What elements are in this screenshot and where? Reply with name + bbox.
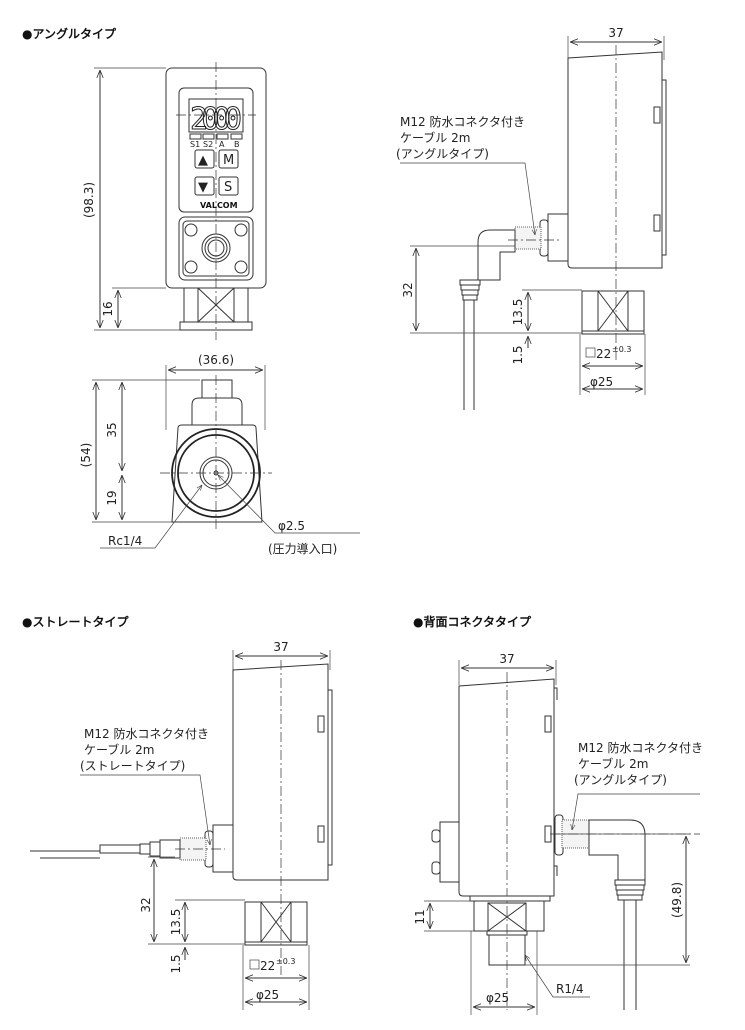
dim-13-5: 13.5	[169, 909, 183, 936]
port-label: (圧力導入口)	[268, 542, 337, 556]
dim-width-37: 37	[608, 26, 623, 40]
side-view-straight: 37 32 13.5 1.5 22 ±0.3 φ25 M12 防水コネクタ付き …	[30, 640, 333, 1010]
dim-width-37: 37	[499, 652, 514, 666]
dim-32: 32	[139, 897, 153, 912]
dim-diameter-25: φ25	[256, 988, 279, 1002]
m-button-label: M	[223, 153, 234, 168]
dim-bottom-height: (54)	[79, 443, 93, 468]
dim-1-5: 1.5	[511, 345, 525, 364]
dim-fitting-height: 16	[101, 301, 115, 316]
brand-logo: VALCOM	[200, 201, 238, 210]
cable-label-line2: ケーブル 2m	[400, 130, 470, 145]
cable-label-line2: ケーブル 2m	[84, 742, 154, 757]
dim-width-37: 37	[273, 640, 288, 654]
cable-label-line1: M12 防水コネクタ付き	[400, 114, 525, 129]
dim-19: 19	[105, 490, 119, 505]
s-button	[218, 176, 239, 196]
cable-label-line3: (アングルタイプ)	[574, 773, 667, 787]
side-view-angle: 37 32 13.5 1.5 22 ±0.3 φ25 M12 防水コネクタ付き …	[396, 26, 667, 410]
dim-32: 32	[401, 282, 415, 297]
dim-bottom-width: (36.6)	[198, 353, 234, 367]
up-arrow-icon: ▲	[198, 153, 208, 168]
side-view-back: 37 11 (49.8) φ25 R1/4 M12 防水コネクタ付き ケーブル …	[413, 652, 703, 1015]
dim-tolerance: ±0.3	[276, 957, 295, 966]
dim-diameter-25: φ25	[486, 991, 509, 1005]
dim-rc-thread: Rc1/4	[108, 534, 142, 548]
dim-1-5: 1.5	[169, 954, 183, 973]
section-title-straight: ●ストレートタイプ	[22, 614, 129, 629]
cable-label-line2: ケーブル 2m	[578, 756, 648, 771]
dim-49-8: (49.8)	[670, 882, 684, 918]
front-view: 2000 S1 S2 A B ▲ M ▼ S VALCOM (98.3) 16	[82, 62, 267, 340]
dim-13-5: 13.5	[511, 299, 525, 326]
dim-square-22: 22	[260, 959, 275, 973]
dim-35: 35	[105, 422, 119, 437]
m-button	[218, 149, 239, 169]
dim-port-diameter: φ2.5	[278, 519, 305, 533]
cable-label-line3: (ストレートタイプ)	[80, 759, 185, 773]
cable-label-line1: M12 防水コネクタ付き	[578, 740, 703, 755]
down-button	[194, 176, 215, 196]
indicator-s1: S1	[190, 140, 200, 149]
s-button-label: S	[224, 180, 232, 195]
dim-11: 11	[413, 909, 427, 924]
up-button	[194, 149, 215, 169]
indicator-b: B	[234, 140, 240, 149]
cable-label-line3: (アングルタイプ)	[396, 147, 489, 161]
dim-diameter-25: φ25	[590, 375, 613, 389]
bottom-view: (36.6) (54) 35 19 Rc1/4 φ2.5 (圧力導入口)	[79, 353, 360, 556]
dim-r-thread: R1/4	[556, 982, 584, 996]
dim-total-height: (98.3)	[82, 182, 96, 218]
indicator-a: A	[219, 140, 225, 149]
down-arrow-icon: ▼	[198, 180, 208, 195]
dim-tolerance: ±0.3	[612, 345, 631, 354]
dim-square-22: 22	[596, 347, 611, 361]
section-title-back: ●背面コネクタタイプ	[413, 614, 532, 629]
cable-label-line1: M12 防水コネクタ付き	[84, 726, 209, 741]
section-title-angle: ●アングルタイプ	[22, 26, 117, 41]
indicator-s2: S2	[203, 140, 213, 149]
